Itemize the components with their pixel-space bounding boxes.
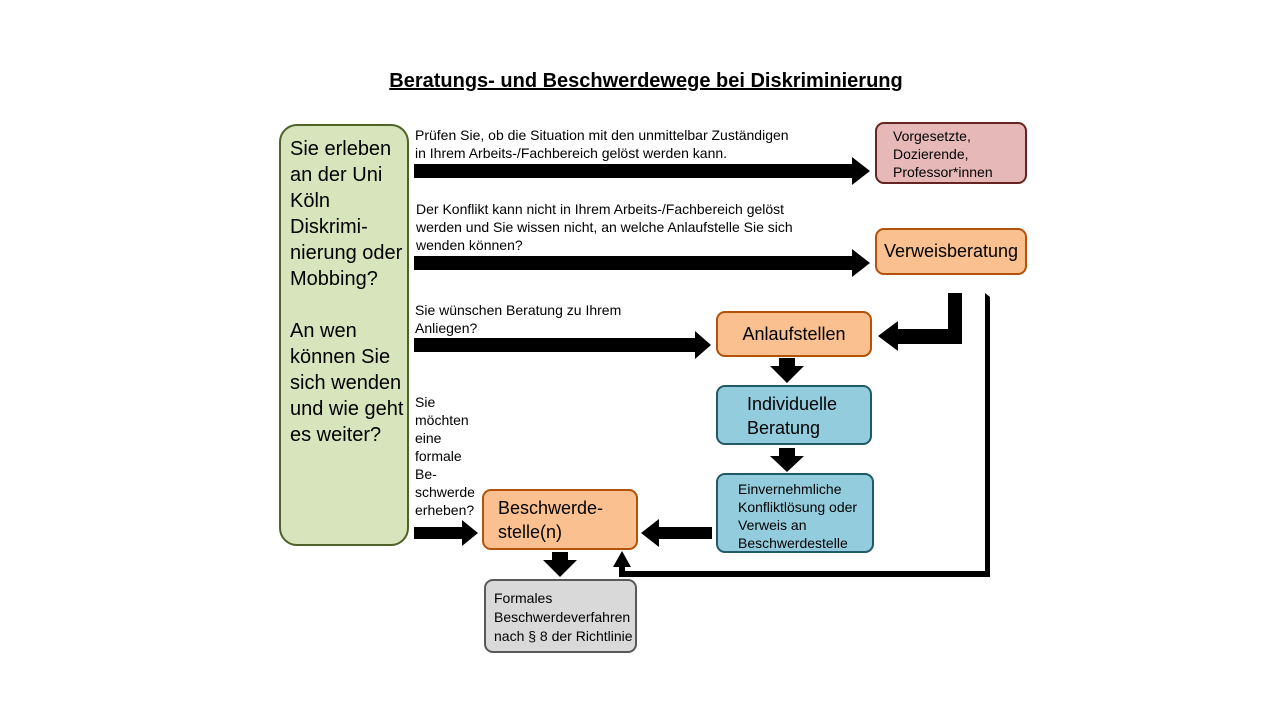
path-label-want-counseling: Sie wünschen Beratung zu Ihrem Anliegen? <box>415 302 622 336</box>
diagram-title: Beratungs- und Beschwerdewege bei Diskri… <box>389 70 903 92</box>
situation-question-box: Sie erleben an der Uni Köln Diskrimi-nie… <box>279 124 409 546</box>
question-next-steps: An wen können Sie sich wenden und wie ge… <box>290 320 404 446</box>
arrow-left-to-complaint-office <box>641 519 712 547</box>
supervisors-box: Vorgesetzte, Dozierende, Professor*innen <box>875 122 1027 184</box>
individual-counseling-box: Individuelle Beratung <box>716 385 872 445</box>
arrow-to-referral <box>414 249 870 277</box>
path-label-check-responsible: Prüfen Sie, ob die Situation mit den unm… <box>415 127 789 161</box>
referral-counseling-label: Verweisberatung <box>883 241 1019 261</box>
arrow-down-to-formal <box>543 552 577 577</box>
arrow-to-supervisors <box>414 157 870 185</box>
path-label-formal-complaint: Sie möchten eine formale Be-schwerde erh… <box>415 394 475 518</box>
arrow-to-contact-points <box>414 331 711 359</box>
resolution-box: Einvernehmliche Konfliktlösung oder Verw… <box>716 473 874 553</box>
complaint-office-label: Beschwerde-stelle(n) <box>498 498 604 542</box>
referral-counseling-box: Verweisberatung <box>875 228 1027 275</box>
path-label-conflict-unresolved: Der Konflikt kann nicht in Ihrem Arbeits… <box>416 201 793 253</box>
individual-counseling-label: Individuelle Beratung <box>747 394 838 438</box>
formal-procedure-label: Formales Beschwerdeverfahren nach § 8 de… <box>494 590 633 644</box>
arrow-down-to-resolution <box>770 448 804 472</box>
arrow-down-to-counseling <box>770 358 804 383</box>
contact-points-label: Anlaufstellen <box>742 323 846 344</box>
question-discrimination: Sie erleben an der Uni Köln Diskrimi-nie… <box>290 138 403 290</box>
arrow-elbow-referral-to-contact <box>878 293 962 351</box>
supervisors-label: Vorgesetzte, Dozierende, Professor*innen <box>893 128 993 180</box>
formal-procedure-box: Formales Beschwerdeverfahren nach § 8 de… <box>484 579 637 653</box>
contact-points-box: Anlaufstellen <box>716 311 872 357</box>
complaint-office-box: Beschwerde-stelle(n) <box>482 489 638 550</box>
resolution-label: Einvernehmliche Konfliktlösung oder Verw… <box>738 481 858 551</box>
arrow-to-complaint-office <box>414 520 478 546</box>
